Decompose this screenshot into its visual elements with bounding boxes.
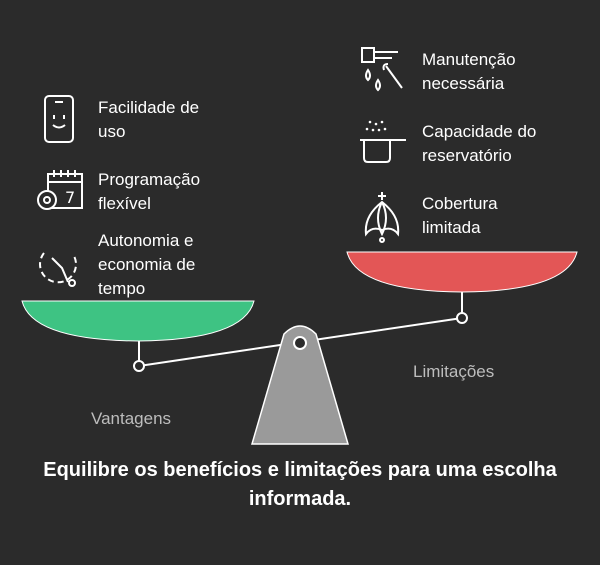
- advantages-pan: [21, 300, 255, 342]
- smartphone-icon: [44, 95, 74, 143]
- advantage-item-ease: Facilidade de uso: [98, 98, 200, 141]
- svg-text:7: 7: [65, 188, 75, 207]
- calendar-gear-icon: 7: [37, 170, 83, 210]
- advantages-label: Vantagens: [91, 409, 172, 428]
- fulcrum: [251, 325, 349, 445]
- advantages-pan-joint: [133, 360, 145, 372]
- footer-caption: Equilibre os benefícios e limitações par…: [43, 459, 557, 510]
- limitation-item-coverage: Cobertura limitada: [422, 194, 498, 237]
- advantage-item-autonomy: Autonomia e economia de tempo: [98, 231, 196, 298]
- clock-icon: [39, 252, 77, 287]
- sprinkler-icon: [364, 192, 400, 243]
- limitation-item-capacity: Capacidade do reservatório: [422, 122, 537, 165]
- advantage-item-scheduling: Programação flexível: [98, 170, 201, 213]
- limitations-label: Limitações: [413, 362, 495, 381]
- fulcrum-pivot: [293, 336, 307, 350]
- pot-icon: [360, 120, 406, 163]
- limitations-pan-joint: [456, 312, 468, 324]
- limitation-item-maintenance: Manutenção necessária: [422, 50, 516, 93]
- faucet-wrench-icon: [361, 47, 403, 92]
- limitations-pan: [346, 251, 578, 293]
